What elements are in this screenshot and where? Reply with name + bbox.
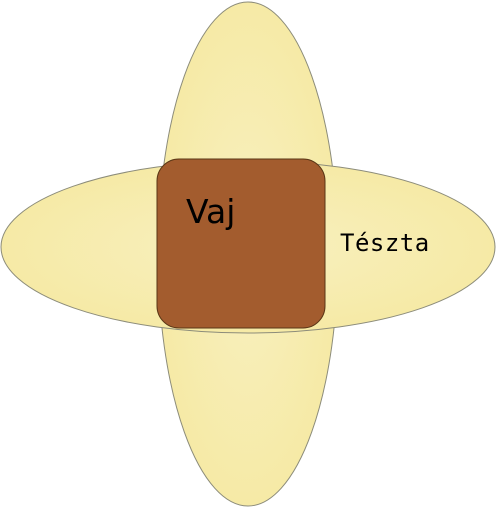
butter-label: Vaj — [186, 192, 235, 231]
butter-block — [156, 158, 326, 329]
dough-label: Tészta — [340, 229, 430, 257]
